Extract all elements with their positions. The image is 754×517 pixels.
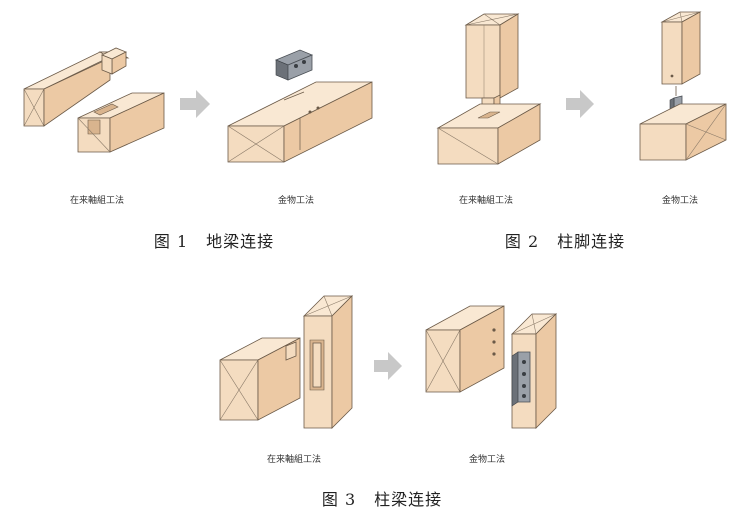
fig3-traditional-illustration bbox=[219, 295, 353, 429]
arrow-icon bbox=[374, 352, 402, 380]
fig2-left-label: 在来軸組工法 bbox=[458, 196, 514, 206]
fig2-right-label: 金物工法 bbox=[661, 196, 699, 206]
fig2-caption: 图 2 柱脚连接 bbox=[505, 228, 625, 252]
fig2-number: 图 2 bbox=[504, 232, 540, 251]
fig2-traditional-illustration bbox=[436, 13, 542, 165]
fig1-title: 地梁连接 bbox=[206, 232, 275, 251]
arrow-icon bbox=[180, 90, 210, 118]
fig3-title: 柱梁连接 bbox=[374, 490, 443, 509]
fig1-number: 图 1 bbox=[153, 232, 189, 251]
fig1-metal-illustration bbox=[227, 49, 373, 163]
arrow-icon bbox=[566, 90, 594, 118]
fig2-title: 柱脚连接 bbox=[557, 232, 626, 251]
fig1-right-label: 金物工法 bbox=[277, 196, 315, 206]
fig3-left-label: 在来軸組工法 bbox=[266, 455, 322, 465]
fig2-metal-illustration bbox=[639, 11, 727, 161]
fig3-right-label: 金物工法 bbox=[468, 455, 506, 465]
fig1-traditional-illustration bbox=[23, 47, 165, 153]
fig3-caption: 图 3 柱梁连接 bbox=[322, 486, 442, 510]
fig1-left-label: 在来軸組工法 bbox=[69, 196, 125, 206]
fig3-metal-illustration bbox=[425, 305, 557, 429]
fig1-caption: 图 1 地梁连接 bbox=[154, 228, 274, 252]
fig3-number: 图 3 bbox=[321, 490, 357, 509]
